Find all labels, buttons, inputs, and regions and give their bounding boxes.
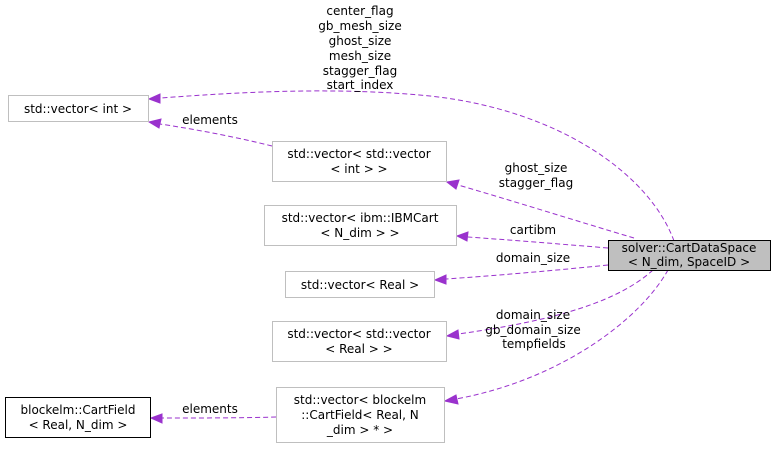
edge-cartdataspace-to-vector-cartfield: tempfields — [443, 269, 669, 405]
edge-label: cartibm — [510, 223, 556, 237]
node-label: solver::CartDataSpace — [622, 241, 757, 255]
node-vector-cartfield[interactable]: std::vector< blockelm ::CartField< Real,… — [276, 387, 445, 443]
edge-cartdataspace-to-vector-int: center_flag gb_mesh_size ghost_size mesh… — [147, 4, 675, 242]
edge-cartdataspace-to-vecvec-real: domain_size gb_domain_size — [445, 269, 654, 340]
node-vector-vector-real[interactable]: std::vector< std::vector < Real > > — [272, 321, 447, 362]
node-label: < Real, N_dim > — [29, 418, 128, 432]
edge-label: elements — [182, 113, 238, 127]
edge-cartdataspace-to-vector-real: domain_size — [433, 251, 609, 285]
node-label: _dim > * > — [326, 423, 393, 437]
node-vector-vector-int[interactable]: std::vector< std::vector < int > > — [272, 141, 447, 182]
node-label: < N_dim > > — [320, 226, 399, 240]
node-vector-real[interactable]: std::vector< Real > — [285, 271, 435, 298]
node-vector-ibmcart[interactable]: std::vector< ibm::IBMCart < N_dim > > — [264, 205, 457, 246]
node-label: std::vector< std::vector — [287, 147, 430, 161]
edge-label: start_index — [327, 78, 394, 92]
edge-label: stagger_flag — [499, 176, 573, 190]
edge-label: domain_size — [496, 308, 570, 322]
edge-vecvec-int-to-vector-int: elements — [147, 113, 273, 147]
node-label: < Real > > — [325, 342, 392, 356]
node-cartdataspace[interactable]: solver::CartDataSpace < N_dim, SpaceID > — [608, 240, 771, 271]
node-label: std::vector< Real > — [301, 278, 419, 292]
edge-cartdataspace-to-vecvec-int: ghost_size stagger_flag — [445, 161, 635, 239]
edge-label: center_flag — [326, 4, 393, 18]
node-label: std::vector< int > — [24, 102, 132, 116]
node-label: < int > > — [330, 162, 387, 176]
node-vector-int[interactable]: std::vector< int > — [8, 95, 149, 122]
node-label: std::vector< blockelm — [294, 393, 426, 407]
edge-label: stagger_flag — [323, 64, 397, 78]
edge-label: domain_size — [496, 251, 570, 265]
node-label: blockelm::CartField — [21, 403, 136, 417]
edge-label: elements — [182, 402, 238, 416]
edge-cartdataspace-to-ibmcart: cartibm — [455, 223, 609, 249]
edge-label: tempfields — [502, 337, 566, 351]
edge-label: ghost_size — [329, 34, 392, 48]
edge-label: mesh_size — [329, 49, 391, 63]
edge-label: ghost_size — [505, 161, 568, 175]
node-cartfield[interactable]: blockelm::CartField < Real, N_dim > — [5, 397, 151, 438]
edge-label: gb_domain_size — [485, 323, 580, 337]
node-label: < N_dim, SpaceID > — [628, 255, 750, 269]
node-label: ::CartField< Real, N — [301, 408, 419, 422]
edge-vector-cartfield-to-cartfield: elements — [149, 402, 277, 424]
node-label: std::vector< std::vector — [287, 327, 430, 341]
node-label: std::vector< ibm::IBMCart — [282, 211, 439, 225]
edge-label: gb_mesh_size — [318, 19, 401, 33]
